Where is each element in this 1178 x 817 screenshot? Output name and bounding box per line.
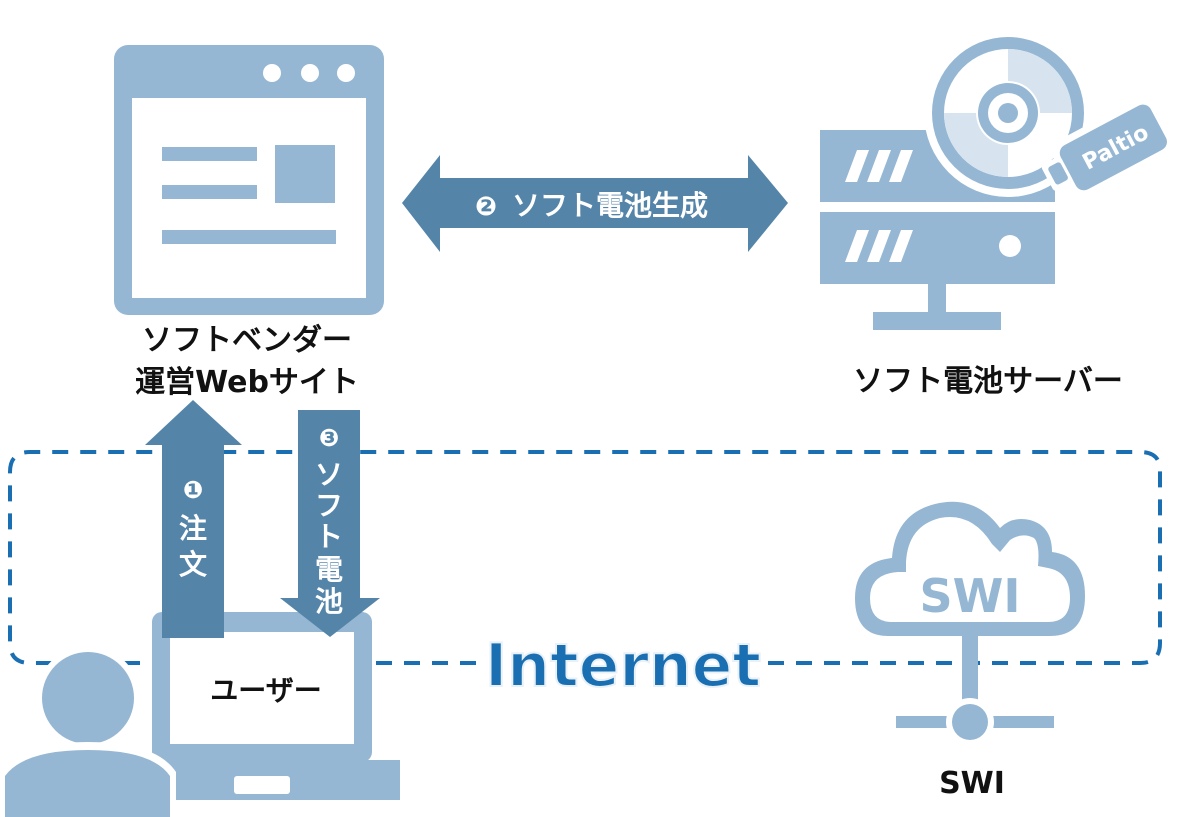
website-label-line1: ソフトベンダー [142, 323, 352, 358]
step2-label: ソフト電池生成 [512, 189, 708, 222]
internet-label: Internet [485, 631, 761, 701]
step3-char-1: ソ [315, 458, 343, 491]
person-icon [0, 646, 176, 817]
step3-char-2: フ [315, 489, 343, 522]
browser-window-icon [114, 45, 384, 315]
internet-boundary [8, 450, 1162, 665]
battery-tag-icon: Paltio [1041, 96, 1176, 199]
step1-char-2: 文 [179, 548, 207, 581]
cloud-icon [855, 500, 1086, 640]
step3-char-5: 池 [315, 585, 343, 618]
disc-icon [924, 29, 1092, 197]
step3-char-3: ト [315, 520, 343, 553]
step3-char-4: 電 [315, 553, 343, 586]
step2-double-arrow [402, 155, 788, 252]
cloud-text: SWI [920, 569, 1021, 623]
internet-label-bg [478, 628, 768, 698]
step2-number: ❷ [475, 192, 497, 222]
swi-label: SWI [939, 766, 1005, 801]
server-label: ソフト電池サーバー [853, 364, 1123, 399]
step1-char-1: 注 [179, 512, 207, 545]
user-label: ユーザー [210, 674, 321, 707]
step3-number: ❸ [319, 424, 339, 452]
network-node-icon [896, 636, 1054, 746]
step3-down-arrow [280, 410, 380, 637]
step1-number: ❶ [183, 476, 203, 504]
website-label-line2: 運営Webサイト [135, 365, 359, 400]
step1-up-arrow [145, 400, 242, 638]
laptop-icon [120, 612, 400, 800]
